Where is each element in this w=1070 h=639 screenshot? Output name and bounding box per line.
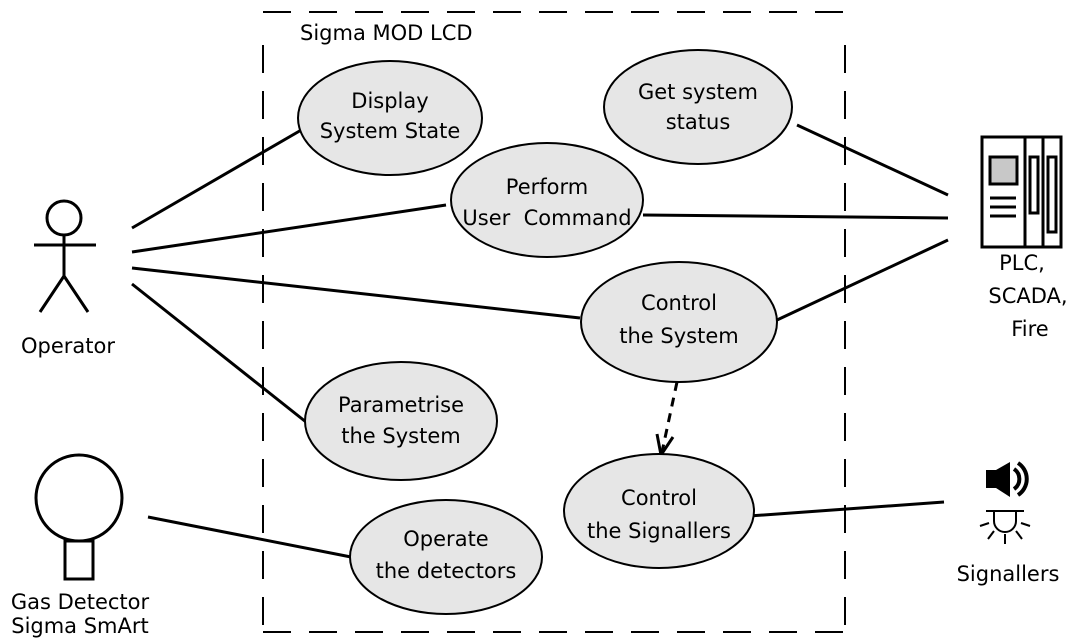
actor-label-signallers: Signallers (957, 562, 1060, 586)
use-case-control-the-signallers[interactable]: Control the Signallers (563, 453, 755, 569)
use-case-label: the System (341, 424, 460, 448)
assoc-gasdetector-operate (147, 515, 352, 559)
system-title: Sigma MOD LCD (300, 21, 473, 45)
use-case-label: User Command (462, 206, 631, 230)
use-case-label: Display (351, 89, 428, 113)
actor-operator[interactable]: Operator (21, 199, 115, 358)
actor-label-plc: PLC, (999, 251, 1045, 275)
use-case-label: System State (320, 119, 461, 143)
actor-label-gas-detector: Gas Detector (11, 590, 150, 614)
assoc-operator-display (131, 127, 304, 230)
use-case-label: Control (621, 486, 697, 510)
use-case-label: the detectors (376, 559, 517, 583)
speaker-icon (986, 461, 1029, 497)
associations (131, 123, 949, 559)
plc-cabinet-icon (980, 135, 1063, 249)
assoc-status-plc (796, 123, 949, 197)
actor-label-gas-detector-model: Sigma SmArt (11, 614, 149, 638)
actor-label-operator: Operator (21, 334, 115, 358)
use-case-label: the Signallers (587, 519, 731, 543)
actor-plc[interactable]: PLC, SCADA, Fire (980, 135, 1068, 341)
gas-detector-icon (34, 453, 124, 581)
actor-signallers[interactable]: Signallers (957, 461, 1060, 586)
actor-label-fire: Fire (1011, 317, 1048, 341)
actor-label-scada: SCADA, (988, 284, 1067, 308)
use-case-display-system-state[interactable]: Display System State (297, 60, 483, 176)
use-case-control-the-system[interactable]: Control the System (580, 261, 778, 383)
use-case-label: status (666, 110, 731, 134)
assoc-operator-perform (131, 203, 447, 254)
stick-figure-icon (34, 199, 96, 313)
assoc-signallers-actor (748, 500, 945, 518)
assoc-control-system-plc (776, 238, 949, 322)
use-case-label: Perform (506, 175, 588, 199)
use-case-parametrise-the-system[interactable]: Parametrise the System (304, 361, 498, 481)
assoc-operator-control-system (131, 266, 581, 320)
include-dependency (655, 381, 679, 459)
use-case-label: Parametrise (338, 393, 464, 417)
use-case-label: Get system (638, 80, 758, 104)
use-case-get-system-status[interactable]: Get system status (603, 49, 793, 165)
beacon-light-icon (979, 510, 1031, 544)
use-case-operate-the-detectors[interactable]: Operate the detectors (349, 499, 543, 615)
use-case-label: Control (641, 291, 717, 315)
system-boundary (262, 11, 846, 633)
assoc-perform-plc (642, 213, 949, 220)
use-case-perform-user-command[interactable]: Perform User Command (450, 142, 644, 258)
actor-gas-detector[interactable]: Gas Detector Sigma SmArt (11, 453, 150, 638)
use-case-label: Operate (403, 527, 488, 551)
assoc-operator-parametrise (131, 282, 307, 424)
use-case-label: the System (619, 324, 738, 348)
